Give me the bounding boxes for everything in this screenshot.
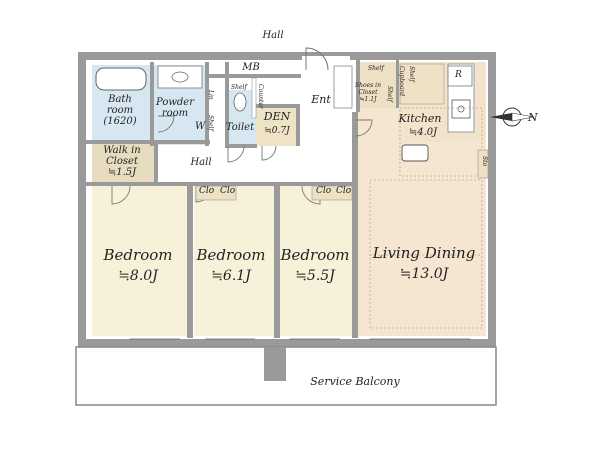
living-dining-floor bbox=[358, 108, 486, 336]
service-balcony-label: Service Balcony bbox=[310, 375, 400, 388]
mb-label: MB bbox=[242, 62, 260, 73]
storage-closet bbox=[477, 149, 489, 179]
storage-label: Sto bbox=[481, 156, 488, 167]
shoes-closet-floor bbox=[360, 62, 396, 108]
compass-icon bbox=[490, 107, 535, 127]
shelf-label-a: Shelf bbox=[207, 115, 214, 131]
bedroom-3-area: ≒5.5J bbox=[295, 268, 335, 284]
shelf-label-e: Shelf bbox=[408, 66, 415, 82]
walk-in-closet-floor bbox=[92, 140, 154, 186]
entrance-step bbox=[333, 65, 353, 109]
burner bbox=[457, 105, 465, 113]
closet-label-1: Clo bbox=[199, 186, 215, 196]
hall-label-top: Hall bbox=[262, 30, 284, 41]
bedroom-3-label: Bedroom bbox=[280, 246, 350, 264]
walk-in-closet-label: Walk in Closet ≒1.5J bbox=[103, 145, 141, 178]
refrigerator-space bbox=[447, 65, 473, 87]
bedroom-1-floor bbox=[92, 186, 187, 336]
compass-north-label: N bbox=[528, 111, 538, 124]
shelf-label-b: Shelf bbox=[231, 84, 247, 91]
cooktop bbox=[451, 99, 471, 119]
entrance-door bbox=[305, 47, 329, 71]
hall-label-mid: Hall bbox=[190, 157, 212, 168]
kitchen-area: ≒4.0J bbox=[408, 127, 438, 138]
bedroom-1-area: ≒8.0J bbox=[118, 268, 158, 284]
pantry-shelves bbox=[399, 63, 445, 105]
kitchen-label: Kitchen bbox=[398, 112, 442, 125]
bedroom-2-area: ≒6.1J bbox=[211, 268, 251, 284]
closet-bedroom-3 bbox=[311, 185, 353, 201]
toilet-bowl bbox=[233, 92, 247, 112]
balcony-pillar bbox=[264, 347, 286, 381]
closet-label-2: Clo bbox=[220, 186, 236, 196]
powder-room-label: Powder room bbox=[155, 97, 195, 119]
linen-label: Lin bbox=[207, 90, 214, 100]
bath-room-label: Bath room (1620) bbox=[103, 94, 137, 127]
den-floor bbox=[256, 108, 296, 146]
kitchen-zone bbox=[399, 107, 483, 177]
living-dining-label: Living Dining bbox=[372, 244, 476, 262]
bedroom-2-floor bbox=[194, 186, 274, 336]
living-dining-zone bbox=[369, 179, 483, 329]
interior-walls bbox=[86, 60, 399, 338]
bathtub bbox=[95, 67, 147, 91]
cupboard-label: Cupboard bbox=[398, 66, 405, 97]
shoes-closet-label: Shoes in Closet ≒1.1J bbox=[355, 82, 381, 103]
den-label: DEN bbox=[263, 110, 291, 123]
bedroom-1-label: Bedroom bbox=[103, 246, 173, 264]
closet-label-3: Clo bbox=[316, 186, 332, 196]
entrance-label: Ent bbox=[311, 93, 331, 106]
toilet-counter bbox=[251, 77, 257, 119]
closet-bedroom-2 bbox=[195, 185, 237, 201]
living-dining-area: ≒13.0J bbox=[399, 266, 449, 282]
shelf-label-d: Shelf bbox=[386, 86, 393, 102]
counter-label: Counter bbox=[257, 84, 264, 109]
wc-label: W bbox=[195, 121, 206, 132]
bedroom-3-floor bbox=[280, 186, 354, 336]
refrigerator-label: R bbox=[455, 70, 462, 80]
toilet-label: Toilet bbox=[225, 122, 255, 133]
bedroom-2-label: Bedroom bbox=[196, 246, 266, 264]
kitchen-island-sink bbox=[401, 144, 429, 162]
closet-label-4: Clo bbox=[336, 186, 352, 196]
den-area: ≒0.7J bbox=[264, 126, 290, 136]
shelf-label-c: Shelf bbox=[368, 65, 384, 72]
sink bbox=[171, 71, 189, 83]
